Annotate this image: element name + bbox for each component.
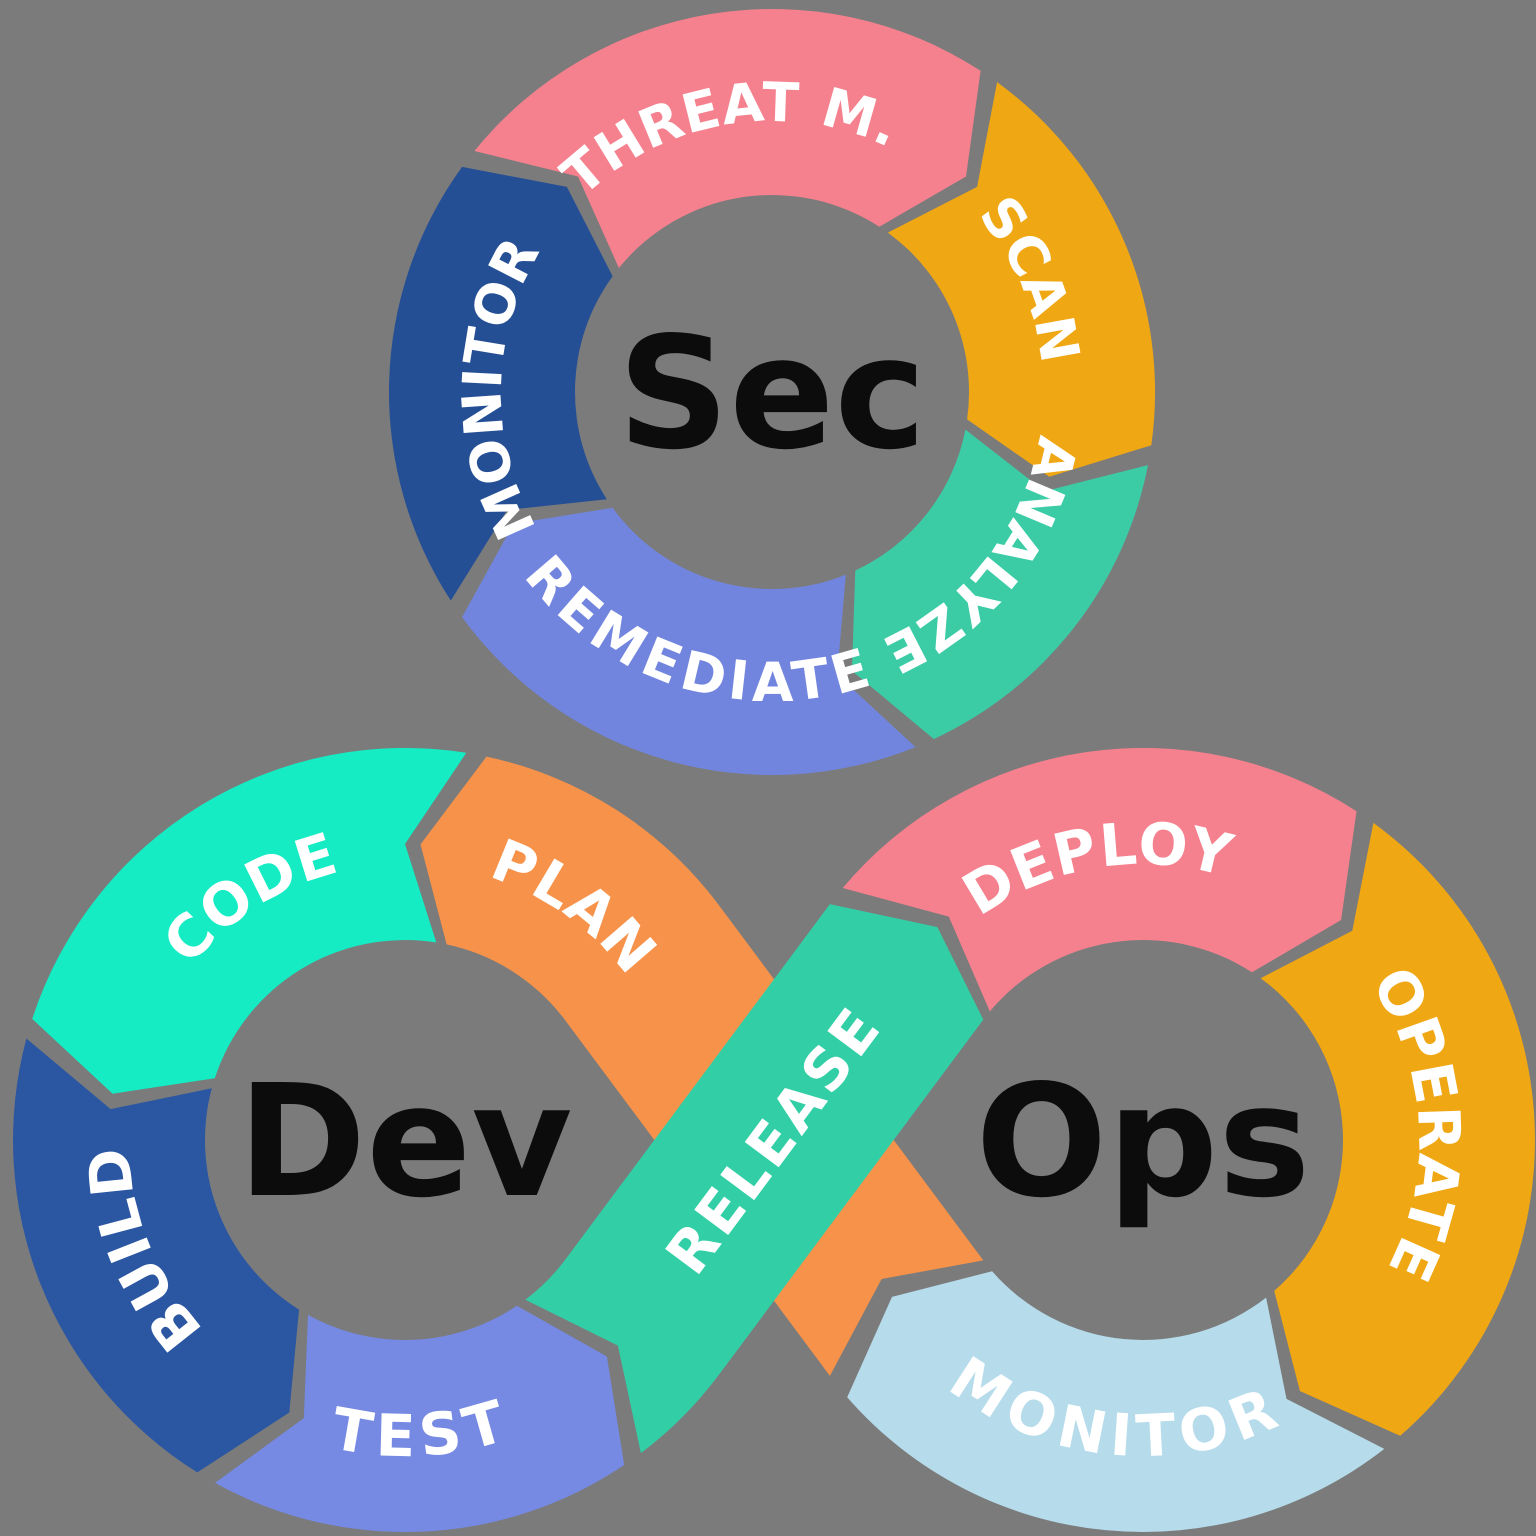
plan-band-group: PLAN [420, 756, 984, 1376]
segment-monitor-ops [847, 1271, 1385, 1532]
segment-scan [887, 82, 1156, 477]
segment-remediate [462, 507, 916, 776]
dev-center-label: Dev [238, 1051, 573, 1232]
segment-deploy [842, 747, 1357, 1012]
segment-operate [1260, 822, 1535, 1436]
center-labels-group: Sec Dev Ops [238, 303, 1311, 1232]
segment-threat-m [474, 9, 981, 268]
segment-test [215, 1305, 625, 1533]
sec-center-label: Sec [618, 303, 927, 484]
segment-build [13, 1038, 299, 1473]
segment-monitor-sec [388, 166, 613, 601]
segment-plan [420, 756, 984, 1376]
ops-center-label: Ops [976, 1051, 1311, 1232]
segment-release [525, 904, 984, 1454]
segment-code [32, 747, 467, 1094]
segment-analyze [851, 429, 1148, 740]
